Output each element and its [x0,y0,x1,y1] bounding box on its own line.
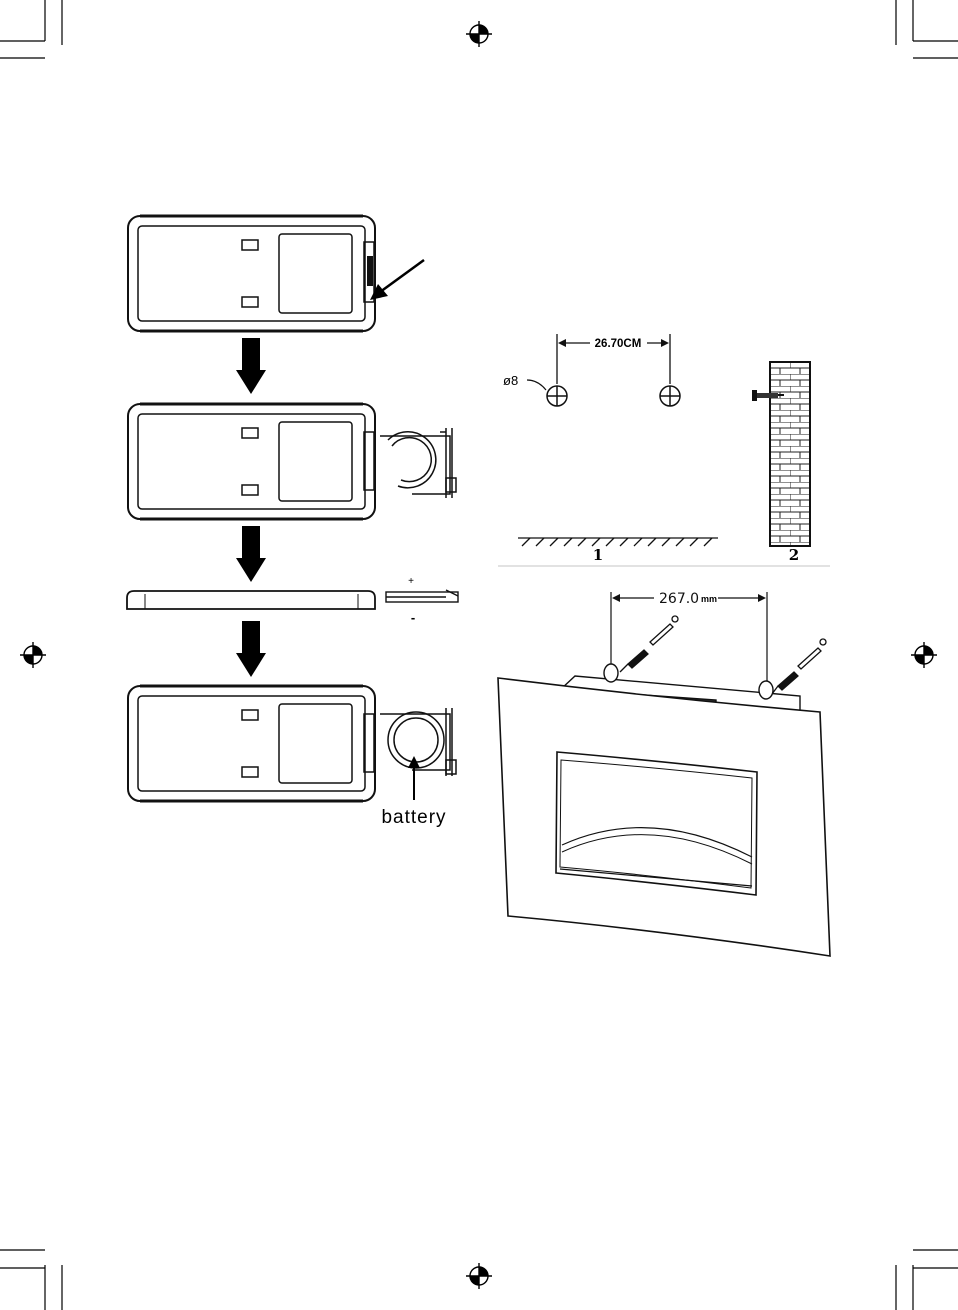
battery-label: battery [381,807,446,828]
registration-target-icon [20,642,46,668]
remote-step-2 [128,404,375,519]
open-battery-tray-icon [380,428,456,498]
hole-spacing-label: 26.70CM [595,338,642,350]
down-arrow-icon [236,526,266,582]
registration-target-icon [466,21,492,47]
bracket-mounting: 267.0 mm [498,591,830,956]
anchor-screw-icon [772,639,826,694]
remote-step-3-side-view [127,591,375,609]
hole-diameter-leader [527,380,546,390]
drill-hole-icon [547,386,567,406]
floor-label: 1 [593,546,603,564]
pointer-arrow-icon [370,260,424,300]
anchor-screw-icon [620,616,678,672]
drill-hole-icon [660,386,680,406]
polarity-minus-label: - [411,610,415,625]
bracket-spacing-value: 267.0 [659,591,699,607]
polarity-plus-label: + [408,576,414,587]
remote-battery-steps: + - battery [127,216,458,828]
wall-label: 2 [789,546,799,564]
wall-hole-layout: 26.70CM ø8 1 2 [498,334,830,566]
brick-wall [770,362,810,546]
bracket-spacing-unit: mm [701,594,717,604]
down-arrow-icon [236,338,266,394]
hole-diameter-label: ø8 [503,373,518,388]
registration-target-icon [466,1263,492,1289]
fireplace-body [498,678,830,956]
remote-step-1 [128,216,375,331]
down-arrow-icon [236,621,266,677]
registration-target-icon [911,642,937,668]
remote-step-4 [128,686,375,801]
battery-tray-side-icon [386,590,458,602]
floor-hatch [518,538,718,546]
